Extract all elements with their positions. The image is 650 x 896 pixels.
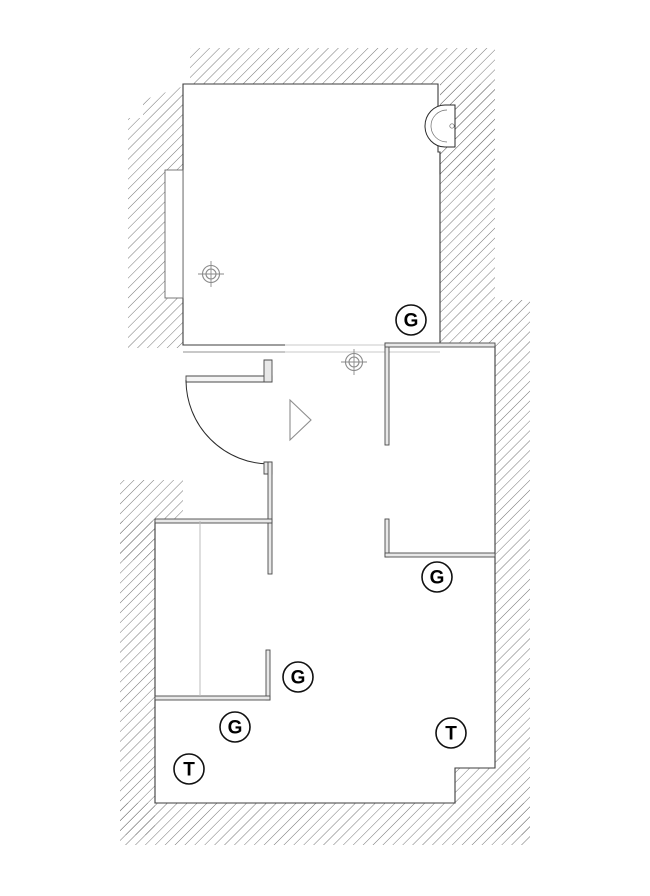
left-window [164,169,184,299]
tag-g-1[interactable]: G [395,304,427,336]
floor-drain-2 [341,349,367,375]
tag-g-1-circle[interactable] [395,304,427,336]
direction-triangle-icon [289,398,312,442]
hatch-outlying-group [143,100,530,345]
partition-right-closet-upper [384,342,390,446]
floor-drain-1 [198,261,224,287]
tag-g-2-label: G [430,568,445,589]
tag-g-4-label: G [228,718,243,739]
tag-t-1[interactable]: T [435,717,467,749]
toilet-alcove-step [437,151,441,175]
hatch-bottom-right-notch [455,768,495,803]
tag-t-1-label: T [445,724,457,745]
tag-g-3[interactable]: G [282,661,314,693]
partition-left-room-top [154,518,273,524]
hatch-patch-right [495,300,530,345]
partition-right-closet-header [384,342,496,348]
tag-t-2-circle[interactable] [173,753,205,785]
hatch-lower-left-band [120,521,155,835]
tag-g-4[interactable]: G [219,711,251,743]
tag-g-2-circle[interactable] [421,561,453,593]
toilet-bowl-inner [430,109,448,143]
hatch-patch-topleft [143,100,190,118]
toilet-bowl [424,104,456,148]
toilet-fixture [424,104,456,175]
partition-left-room-bottom [154,695,271,701]
door-jamb-top [263,359,273,383]
door-leaf [185,375,273,383]
tag-g-2[interactable]: G [421,561,453,593]
left-window-pane [164,169,184,299]
tag-t-1-circle[interactable] [435,717,467,749]
tag-g-3-circle[interactable] [282,661,314,693]
toilet-flush-point [449,123,455,129]
lower-area-floor [155,345,495,803]
tag-t-2-label: T [183,760,195,781]
partition-right-closet-sill [384,552,496,558]
tag-g-4-circle[interactable] [219,711,251,743]
tag-g-1-label: G [404,311,419,332]
swing-door [185,359,273,475]
upper-room-floor [183,84,440,345]
partition-centre-vertical [267,461,273,575]
tag-t-2[interactable]: T [173,753,205,785]
hatch-top-left-step [143,84,190,130]
interior-partitions [154,342,496,701]
annotation-tags: G G G G T T [173,304,467,785]
partition-left-room-stub [265,649,271,701]
partition-right-closet-lower [384,518,390,558]
room-interiors [155,84,495,803]
door-swing-arc [185,379,271,465]
tag-g-3-label: G [291,668,306,689]
hatch-right-band [440,200,530,835]
hatch-bottom-band [120,803,530,845]
hatch-top-band [143,48,495,176]
